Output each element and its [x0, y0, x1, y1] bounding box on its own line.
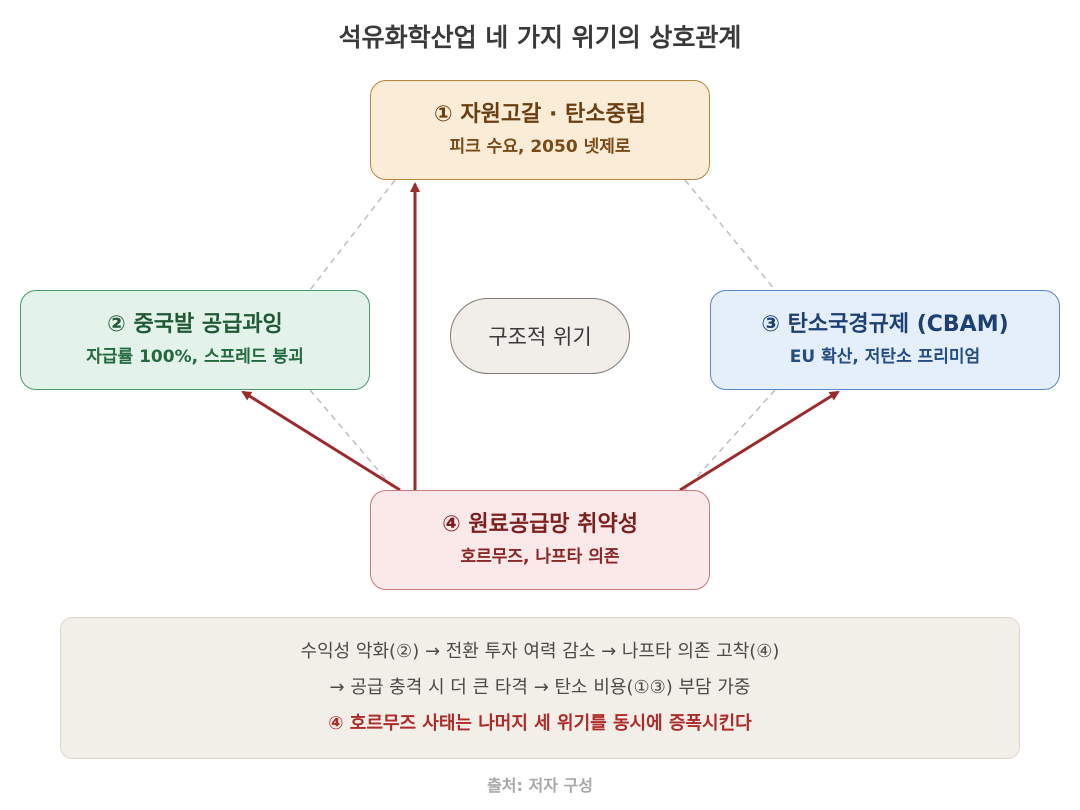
summary-line-3-emphasis: ④ 호르무즈 사태는 나머지 세 위기를 동시에 증폭시킨다 — [328, 713, 752, 734]
dashed-link-n3-n4 — [684, 389, 776, 491]
node-feedstock-supply-vulnerability: ④ 원료공급망 취약성 호르무즈, 나프타 의존 — [370, 490, 710, 590]
node-2-heading: ② 중국발 공급과잉 — [107, 312, 283, 337]
node-1-heading: ① 자원고갈 · 탄소중립 — [434, 102, 646, 127]
diagram-title: 석유화학산업 네 가지 위기의 상호관계 — [338, 23, 742, 52]
center-structural-crisis: 구조적 위기 — [450, 298, 630, 374]
node-3-subtitle: EU 확산, 저탄소 프리미엄 — [789, 347, 981, 367]
node-3-heading: ③ 탄소국경규제 (CBAM) — [761, 312, 1009, 337]
node-1-subtitle: 피크 수요, 2050 넷제로 — [449, 137, 631, 157]
node-4-subtitle: 호르무즈, 나프타 의존 — [460, 547, 620, 567]
dashed-link-n2-n4 — [309, 389, 396, 491]
dashed-link-n1-n3 — [684, 179, 776, 291]
summary-line-2: → 공급 충격 시 더 큰 타격 → 탄소 비용(①③) 부담 가중 — [329, 677, 751, 698]
node-2-subtitle: 자급률 100%, 스프레드 붕괴 — [86, 347, 304, 367]
node-china-oversupply: ② 중국발 공급과잉 자급률 100%, 스프레드 붕괴 — [20, 290, 370, 390]
source-note: 출처: 저자 구성 — [487, 776, 593, 795]
node-resource-depletion-carbon-neutral: ① 자원고갈 · 탄소중립 피크 수요, 2050 넷제로 — [370, 80, 710, 180]
summary-box: 수익성 악화(②) → 전환 투자 여력 감소 → 나프타 의존 고착(④) →… — [60, 617, 1020, 759]
arrow-n4-to-n2 — [241, 390, 401, 492]
node-4-heading: ④ 원료공급망 취약성 — [442, 512, 638, 537]
arrow-n4-to-n3 — [679, 390, 840, 492]
dashed-link-n1-n2 — [309, 179, 396, 291]
summary-line-1: 수익성 악화(②) → 전환 투자 여력 감소 → 나프타 의존 고착(④) — [300, 641, 780, 662]
node-carbon-border-regulation: ③ 탄소국경규제 (CBAM) EU 확산, 저탄소 프리미엄 — [710, 290, 1060, 390]
